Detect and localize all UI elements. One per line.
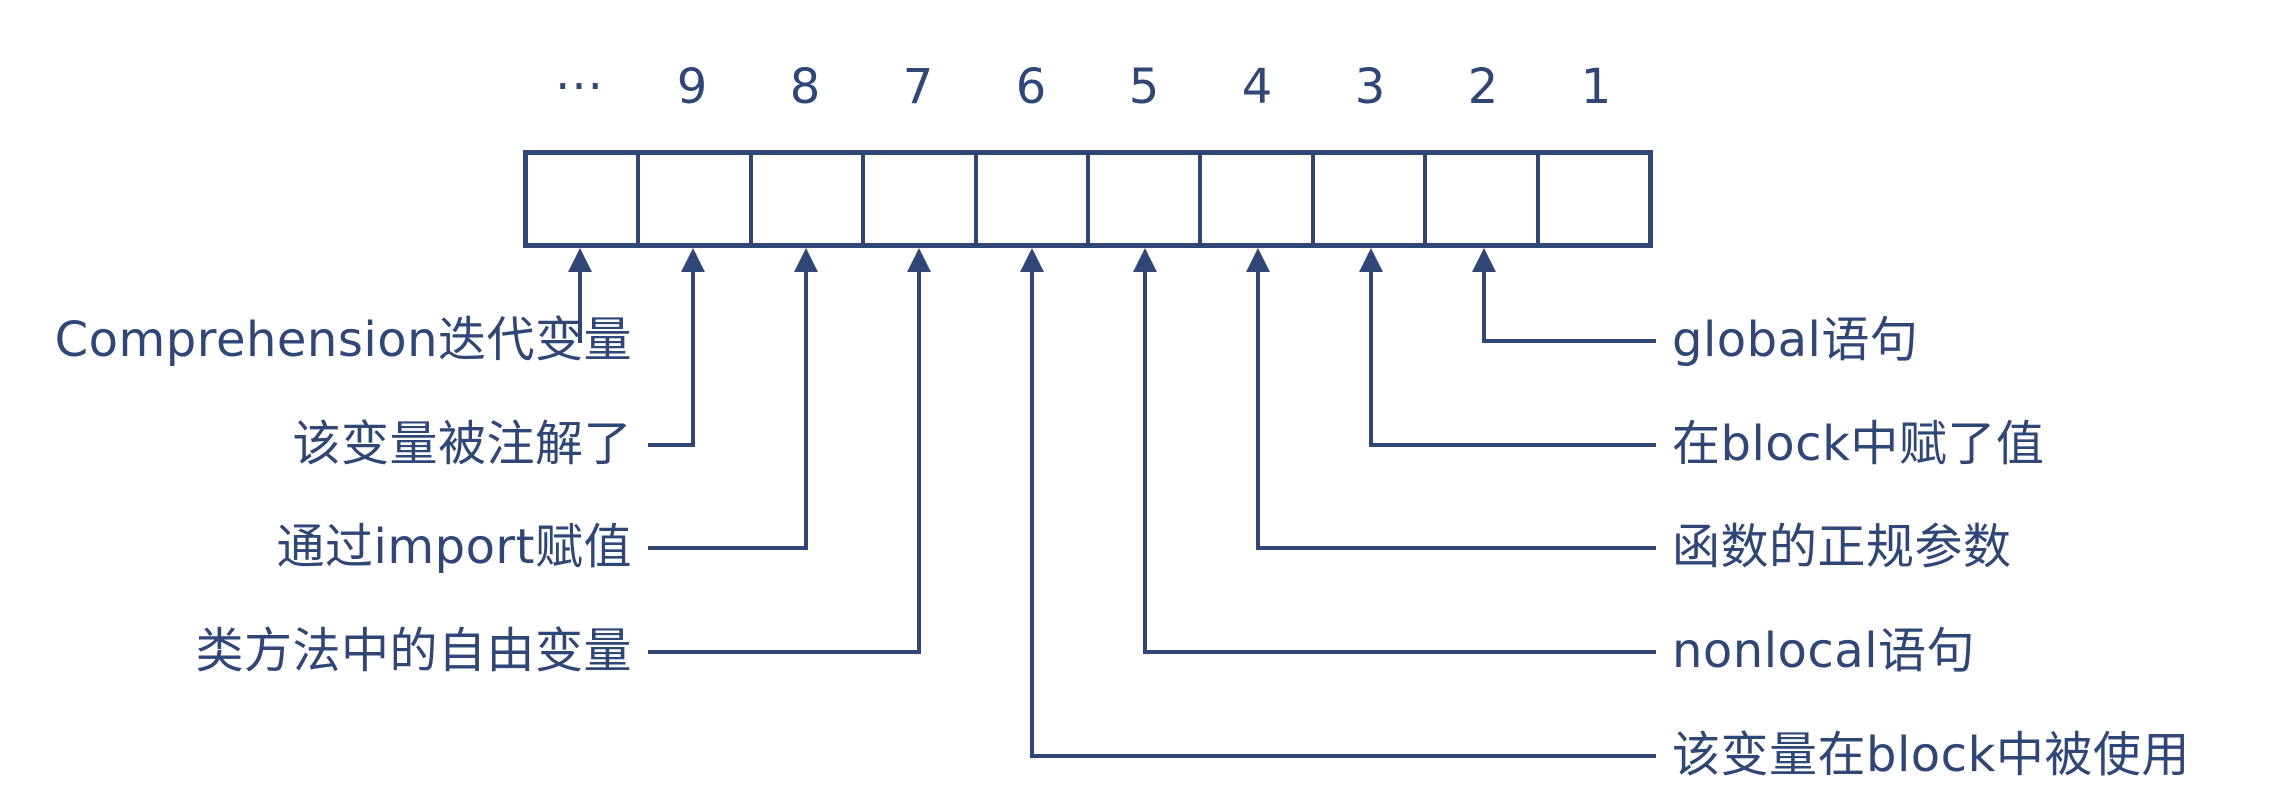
bit-number-label: ··· — [555, 59, 604, 115]
connector-vertical-line — [1142, 266, 1147, 654]
connector-vertical-line — [803, 266, 808, 550]
flag-label-bit-9: Comprehension迭代变量 — [54, 312, 632, 368]
flag-label-bit-4: nonlocal语句 — [1672, 623, 1976, 679]
bit-number-label: 1 — [1580, 59, 1613, 115]
connector-vertical-line — [1368, 266, 1373, 447]
connector-vertical-line — [916, 266, 921, 654]
flag-label-bit-2: 在block中赋了值 — [1672, 416, 2045, 472]
bit-cell — [861, 155, 973, 243]
connector-vertical-line — [577, 266, 582, 343]
bit-boxes-row — [523, 150, 1653, 248]
connector-vertical-line — [1255, 266, 1260, 550]
connector-horizontal-line — [648, 650, 921, 654]
bit-cell — [973, 155, 1086, 243]
bit-cell — [1535, 155, 1648, 243]
bit-number-label: 3 — [1354, 59, 1387, 115]
flag-label-bit-7: 通过import赋值 — [276, 519, 632, 575]
bit-cell — [528, 155, 636, 243]
bit-number-label: 7 — [902, 59, 935, 115]
connector-horizontal-line — [1368, 443, 1656, 447]
bit-number-label: 9 — [676, 59, 709, 115]
connector-vertical-line — [1481, 266, 1486, 343]
flag-label-bit-5: 该变量在block中被使用 — [1672, 727, 2190, 783]
bit-cell — [636, 155, 748, 243]
connector-horizontal-line — [1481, 339, 1656, 343]
bit-cell — [1198, 155, 1310, 243]
bit-number-label: 6 — [1015, 59, 1048, 115]
bit-number-label: 5 — [1128, 59, 1161, 115]
flag-label-bit-6: 类方法中的自由变量 — [195, 623, 632, 679]
connector-horizontal-line — [1142, 650, 1656, 654]
connector-horizontal-line — [648, 443, 695, 447]
connector-horizontal-line — [648, 546, 808, 550]
flag-label-bit-3: 函数的正规参数 — [1672, 519, 2012, 575]
connector-vertical-line — [1029, 266, 1034, 758]
bit-cell — [1310, 155, 1423, 243]
connector-horizontal-line — [1255, 546, 1656, 550]
bit-number-label: 4 — [1241, 59, 1274, 115]
bit-cell — [1423, 155, 1535, 243]
bit-number-label: 8 — [789, 59, 822, 115]
connector-vertical-line — [690, 266, 695, 447]
bit-number-label: 2 — [1467, 59, 1500, 115]
bit-cell — [748, 155, 861, 243]
connector-horizontal-line — [1029, 754, 1656, 758]
flag-label-bit-1: global语句 — [1672, 312, 1919, 368]
bit-cell — [1086, 155, 1198, 243]
flag-label-bit-8: 该变量被注解了 — [292, 416, 632, 472]
